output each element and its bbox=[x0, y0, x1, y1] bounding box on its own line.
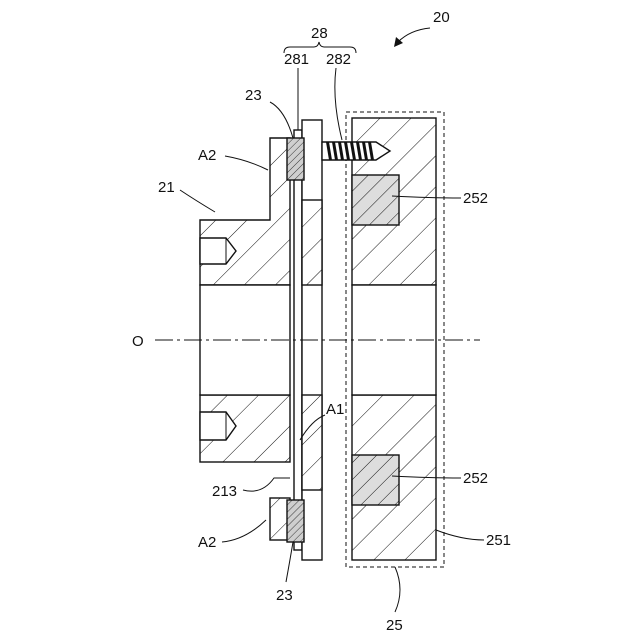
label-23-bottom: 23 bbox=[276, 587, 293, 604]
leader-282 bbox=[335, 68, 342, 140]
label-a2-bottom: A2 bbox=[198, 534, 216, 551]
label-252-top: 252 bbox=[463, 190, 488, 207]
threaded-bolt bbox=[322, 142, 390, 160]
leader-20-arrow bbox=[398, 28, 430, 42]
ring-23-lower bbox=[287, 500, 304, 542]
label-282: 282 bbox=[326, 51, 351, 68]
label-252-bottom: 252 bbox=[463, 470, 488, 487]
insert-252-upper bbox=[352, 175, 399, 225]
label-a1: A1 bbox=[326, 401, 344, 418]
plate-282-section-upper bbox=[302, 200, 322, 285]
ring-23-upper bbox=[287, 138, 304, 180]
leader-23-top bbox=[270, 102, 293, 138]
leader-21 bbox=[180, 190, 215, 212]
label-a2-top: A2 bbox=[198, 147, 216, 164]
leader-251 bbox=[436, 530, 484, 540]
leader-a2-bottom bbox=[222, 520, 266, 542]
label-21: 21 bbox=[158, 179, 175, 196]
insert-252-lower bbox=[352, 455, 399, 505]
leader-a2-top bbox=[225, 156, 268, 170]
leader-213 bbox=[243, 478, 290, 491]
label-281: 281 bbox=[284, 51, 309, 68]
label-25: 25 bbox=[386, 617, 403, 634]
label-213: 213 bbox=[212, 483, 237, 500]
label-28: 28 bbox=[311, 25, 328, 42]
leader-25 bbox=[395, 567, 400, 612]
label-20: 20 bbox=[433, 9, 450, 26]
plate-282-section-lower bbox=[302, 395, 322, 490]
label-23-top: 23 bbox=[245, 87, 262, 104]
leader-23-bottom bbox=[286, 542, 293, 582]
label-251: 251 bbox=[486, 532, 511, 549]
label-axis-o: O bbox=[132, 333, 144, 350]
